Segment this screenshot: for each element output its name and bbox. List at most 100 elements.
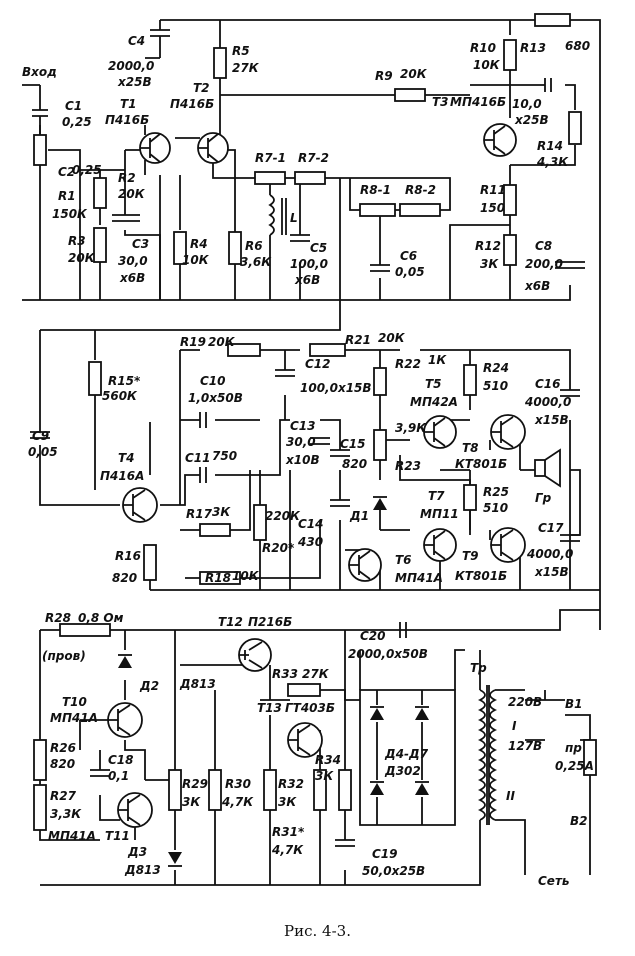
label-r23-value: 3,9К <box>395 421 427 435</box>
label-c18: C18 <box>108 753 134 767</box>
label-t4-type: П416А <box>100 469 144 483</box>
label-r4: R4 <box>190 237 208 251</box>
resistor-r27 <box>33 784 47 831</box>
label-r18-value: 10К <box>232 569 260 583</box>
label-r32-value: 3К <box>278 795 297 809</box>
label-127v: 127В <box>508 739 542 753</box>
label-r9: R9 <box>375 69 393 83</box>
transistors <box>107 123 526 828</box>
label-r12: R12 <box>475 239 501 253</box>
label-r28-value: 0,8 Ом <box>78 611 124 625</box>
capacitor-c5 <box>290 234 310 242</box>
capacitor-c9 <box>30 431 50 439</box>
label-t7-type: МП11 <box>420 507 459 521</box>
label-r6-value: 3,6К <box>240 255 272 269</box>
resistor-r19 <box>227 343 261 357</box>
capacitor-c18 <box>90 769 110 777</box>
label-c13-voltage: x10В <box>285 453 320 467</box>
label-r31-value: 4,7К <box>271 843 304 857</box>
resistor-r14 <box>568 111 582 145</box>
fuse <box>583 739 597 776</box>
label-network: Сеть <box>538 874 570 888</box>
label-r28-note: (пров) <box>42 649 86 663</box>
label-r25-value: 510 <box>483 501 508 515</box>
label-r21: R21 <box>345 333 371 347</box>
label-t12a-type: П216Б <box>248 615 292 629</box>
label-r20: R20* <box>262 541 295 555</box>
label-winding-1: I <box>512 719 517 733</box>
label-r25: R25 <box>483 485 509 499</box>
resistor-r29 <box>168 769 182 811</box>
label-r11: R11 <box>480 183 506 197</box>
resistor-r30 <box>208 769 222 811</box>
transistor-t1 <box>139 132 171 164</box>
capacitor-c8 <box>555 261 585 269</box>
resistor-r6 <box>228 231 242 265</box>
label-c4: C4 <box>128 34 145 48</box>
label-r19: R19 <box>180 335 206 349</box>
capacitor-c14 <box>330 499 350 507</box>
label-r21-value: 20К <box>378 331 406 345</box>
capacitor-c11 <box>199 467 207 483</box>
label-r33-value: 27К <box>302 667 330 681</box>
capacitor-c12 <box>275 369 295 377</box>
label-c7-voltage: x25В <box>514 113 549 127</box>
label-t5: T5 <box>425 377 442 391</box>
label-c8-voltage: x6В <box>524 279 550 293</box>
resistor-r23 <box>373 429 387 461</box>
capacitor-c20 <box>399 622 407 638</box>
label-r8-1: R8-1 <box>360 183 391 197</box>
label-d3-type: Д813 <box>124 863 161 877</box>
label-r15: R15* <box>108 374 141 388</box>
transistor-t3 <box>483 123 517 157</box>
resistor-r28 <box>59 623 111 637</box>
label-c13: C13 <box>290 419 316 433</box>
capacitor-c1 <box>32 109 48 135</box>
label-t1-type: П416Б <box>105 113 149 127</box>
label-r27: R27 <box>50 789 77 803</box>
resistor-r2 <box>93 177 107 209</box>
resistor-r15 <box>88 361 102 396</box>
label-r34: R34 <box>315 753 341 767</box>
resistor-r12 <box>503 234 517 266</box>
label-c4-value: 2000,0 <box>108 59 154 73</box>
label-r12-value: 3К <box>480 257 499 271</box>
capacitors <box>30 29 585 847</box>
label-t9: T9 <box>462 549 479 563</box>
label-t1: T1 <box>120 97 137 111</box>
wires <box>22 19 601 886</box>
label-r23: R23 <box>395 459 421 473</box>
label-r5-value: 27К <box>232 61 260 75</box>
label-input: Вход <box>22 65 57 79</box>
label-c14: C14 <box>298 517 324 531</box>
label-d813-top: Д813 <box>179 677 216 691</box>
label-c4-voltage: x25В <box>117 75 152 89</box>
label-t10: T10 <box>62 695 87 709</box>
label-r26: R26 <box>50 741 76 755</box>
label-c13-value: 30,0 <box>286 435 316 449</box>
inductor-l <box>268 194 287 236</box>
label-c9-value: 0,05 <box>28 445 58 459</box>
resistor-r7-2 <box>294 171 326 185</box>
label-r3: R3 <box>68 234 86 248</box>
label-b1: В1 <box>565 697 583 711</box>
label-r1: R1 <box>58 189 76 203</box>
resistor-r20 <box>253 504 267 541</box>
label-c9: C9 <box>32 429 49 443</box>
resistor-r7-1 <box>254 171 286 185</box>
label-d3: Д3 <box>127 845 147 859</box>
resistor-r3 <box>93 227 107 263</box>
label-d302: Д302 <box>384 764 421 778</box>
label-c2: C2 <box>58 165 75 179</box>
label-c17-value: 4000,0 <box>526 547 573 561</box>
label-t13-type: ГТ403Б <box>285 701 335 715</box>
capacitor-c10 <box>199 412 207 428</box>
label-t10-type: МП41А <box>50 711 98 725</box>
label-r30-value: 4,7К <box>221 795 254 809</box>
speaker-gr <box>534 448 561 488</box>
transistor-t8 <box>490 414 526 450</box>
label-c15: C15 <box>340 437 366 451</box>
capacitor-c17 <box>560 534 580 542</box>
label-l: L <box>290 211 298 225</box>
label-r10-value: 10К <box>473 58 501 72</box>
